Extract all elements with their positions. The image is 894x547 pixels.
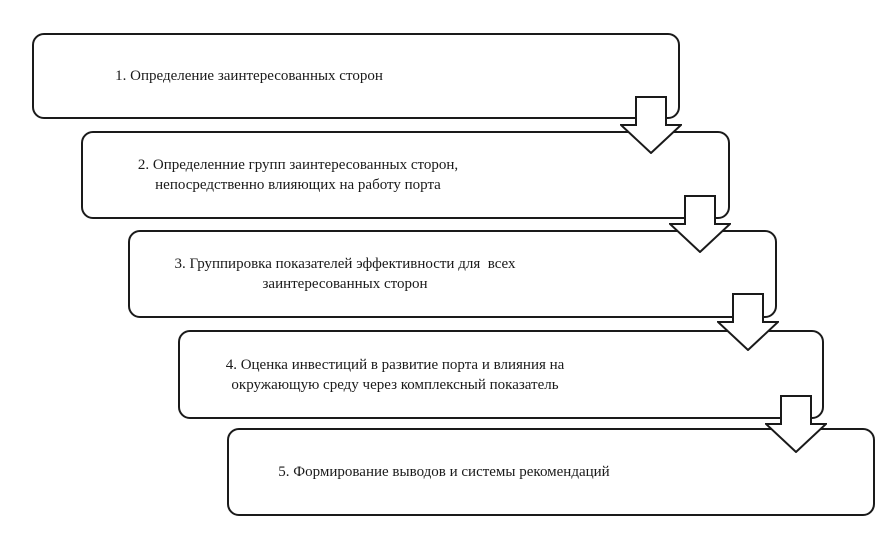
- flow-step-5-label: 5. Формирование выводов и системы рекоме…: [278, 464, 610, 480]
- flow-step-5: 5. Формирование выводов и системы рекоме…: [227, 428, 875, 516]
- down-arrow-icon: [669, 195, 731, 253]
- flow-step-4: 4. Оценка инвестиций в развитие порта и …: [178, 330, 824, 419]
- flow-step-1: 1. Определение заинтересованных сторон: [32, 33, 680, 119]
- flow-step-2: 2. Определенние групп заинтересованных с…: [81, 131, 730, 219]
- flow-step-1-label: 1. Определение заинтересованных сторон: [115, 68, 383, 84]
- down-arrow-icon: [620, 96, 682, 154]
- flow-step-3: 3. Группировка показателей эффективности…: [128, 230, 777, 318]
- down-arrow-icon: [717, 293, 779, 351]
- down-arrow-icon: [765, 395, 827, 453]
- flow-step-3-label: 3. Группировка показателей эффективности…: [174, 256, 516, 292]
- flow-step-2-label: 2. Определенние групп заинтересованных с…: [137, 157, 459, 193]
- flow-step-4-label: 4. Оценка инвестиций в развитие порта и …: [225, 356, 565, 393]
